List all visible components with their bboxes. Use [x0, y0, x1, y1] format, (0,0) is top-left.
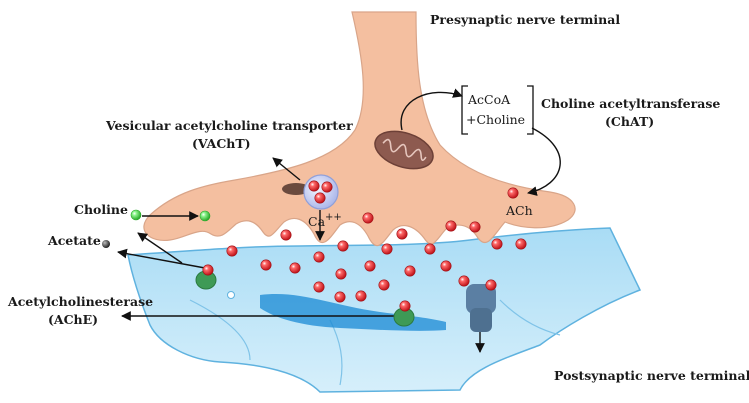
presynaptic-label: Presynaptic nerve terminal	[430, 12, 620, 27]
ach-molecule	[335, 292, 345, 302]
ach-molecule	[365, 261, 375, 271]
ach-molecule	[227, 246, 237, 256]
ach-molecule	[281, 230, 291, 240]
ach-molecule	[363, 213, 373, 223]
ach-molecule	[382, 244, 392, 254]
ach-molecule	[338, 241, 348, 251]
ach-molecule	[290, 263, 300, 273]
ach-molecule	[492, 239, 502, 249]
arrow-chat-to-ach	[528, 128, 560, 193]
ach-molecule	[322, 182, 332, 192]
acetate-molecule	[102, 240, 110, 248]
ach-label: ACh	[505, 203, 533, 218]
calcium-symbol: Ca	[308, 214, 326, 229]
ach-molecule	[516, 239, 526, 249]
calcium-charge: ++	[325, 212, 342, 223]
ach-molecule	[400, 301, 410, 311]
ach-molecule	[314, 282, 324, 292]
ach-molecule	[470, 222, 480, 232]
small-bubble	[228, 292, 235, 299]
vacht-abbr-label: (VAChT)	[192, 136, 251, 151]
ach-molecule	[314, 252, 324, 262]
ach-receptor	[466, 284, 496, 332]
choline-molecule	[131, 210, 141, 220]
ach-molecule	[446, 221, 456, 231]
postsynaptic-label: Postsynaptic nerve terminal	[554, 368, 749, 383]
ach-molecule	[356, 291, 366, 301]
ache-abbr-label: (AChE)	[48, 312, 98, 327]
ach-molecule	[508, 188, 518, 198]
vacht-label: Vesicular acetylcholine transporter	[105, 118, 353, 133]
ach-molecule	[336, 269, 346, 279]
synaptic-vesicle	[304, 175, 338, 209]
choline-molecule	[200, 211, 210, 221]
acetate-label: Acetate	[47, 233, 101, 248]
ach-molecule	[459, 276, 469, 286]
ach-molecule	[379, 280, 389, 290]
ach-molecule	[309, 181, 319, 191]
ache-label: Acetylcholinesterase	[7, 294, 153, 309]
accoa-label: AcCoA	[467, 92, 511, 107]
chat-label: Choline acetyltransferase	[541, 96, 720, 111]
ach-molecule	[261, 260, 271, 270]
choline-plus-label: +Choline	[466, 112, 525, 127]
ach-molecule	[203, 265, 213, 275]
choline-label: Choline	[74, 202, 128, 217]
chat-abbr-label: (ChAT)	[605, 114, 654, 129]
ach-molecule	[486, 280, 496, 290]
ach-molecule	[315, 193, 325, 203]
ach-molecule	[397, 229, 407, 239]
ach-molecule	[425, 244, 435, 254]
ach-molecule	[441, 261, 451, 271]
ach-molecule	[405, 266, 415, 276]
